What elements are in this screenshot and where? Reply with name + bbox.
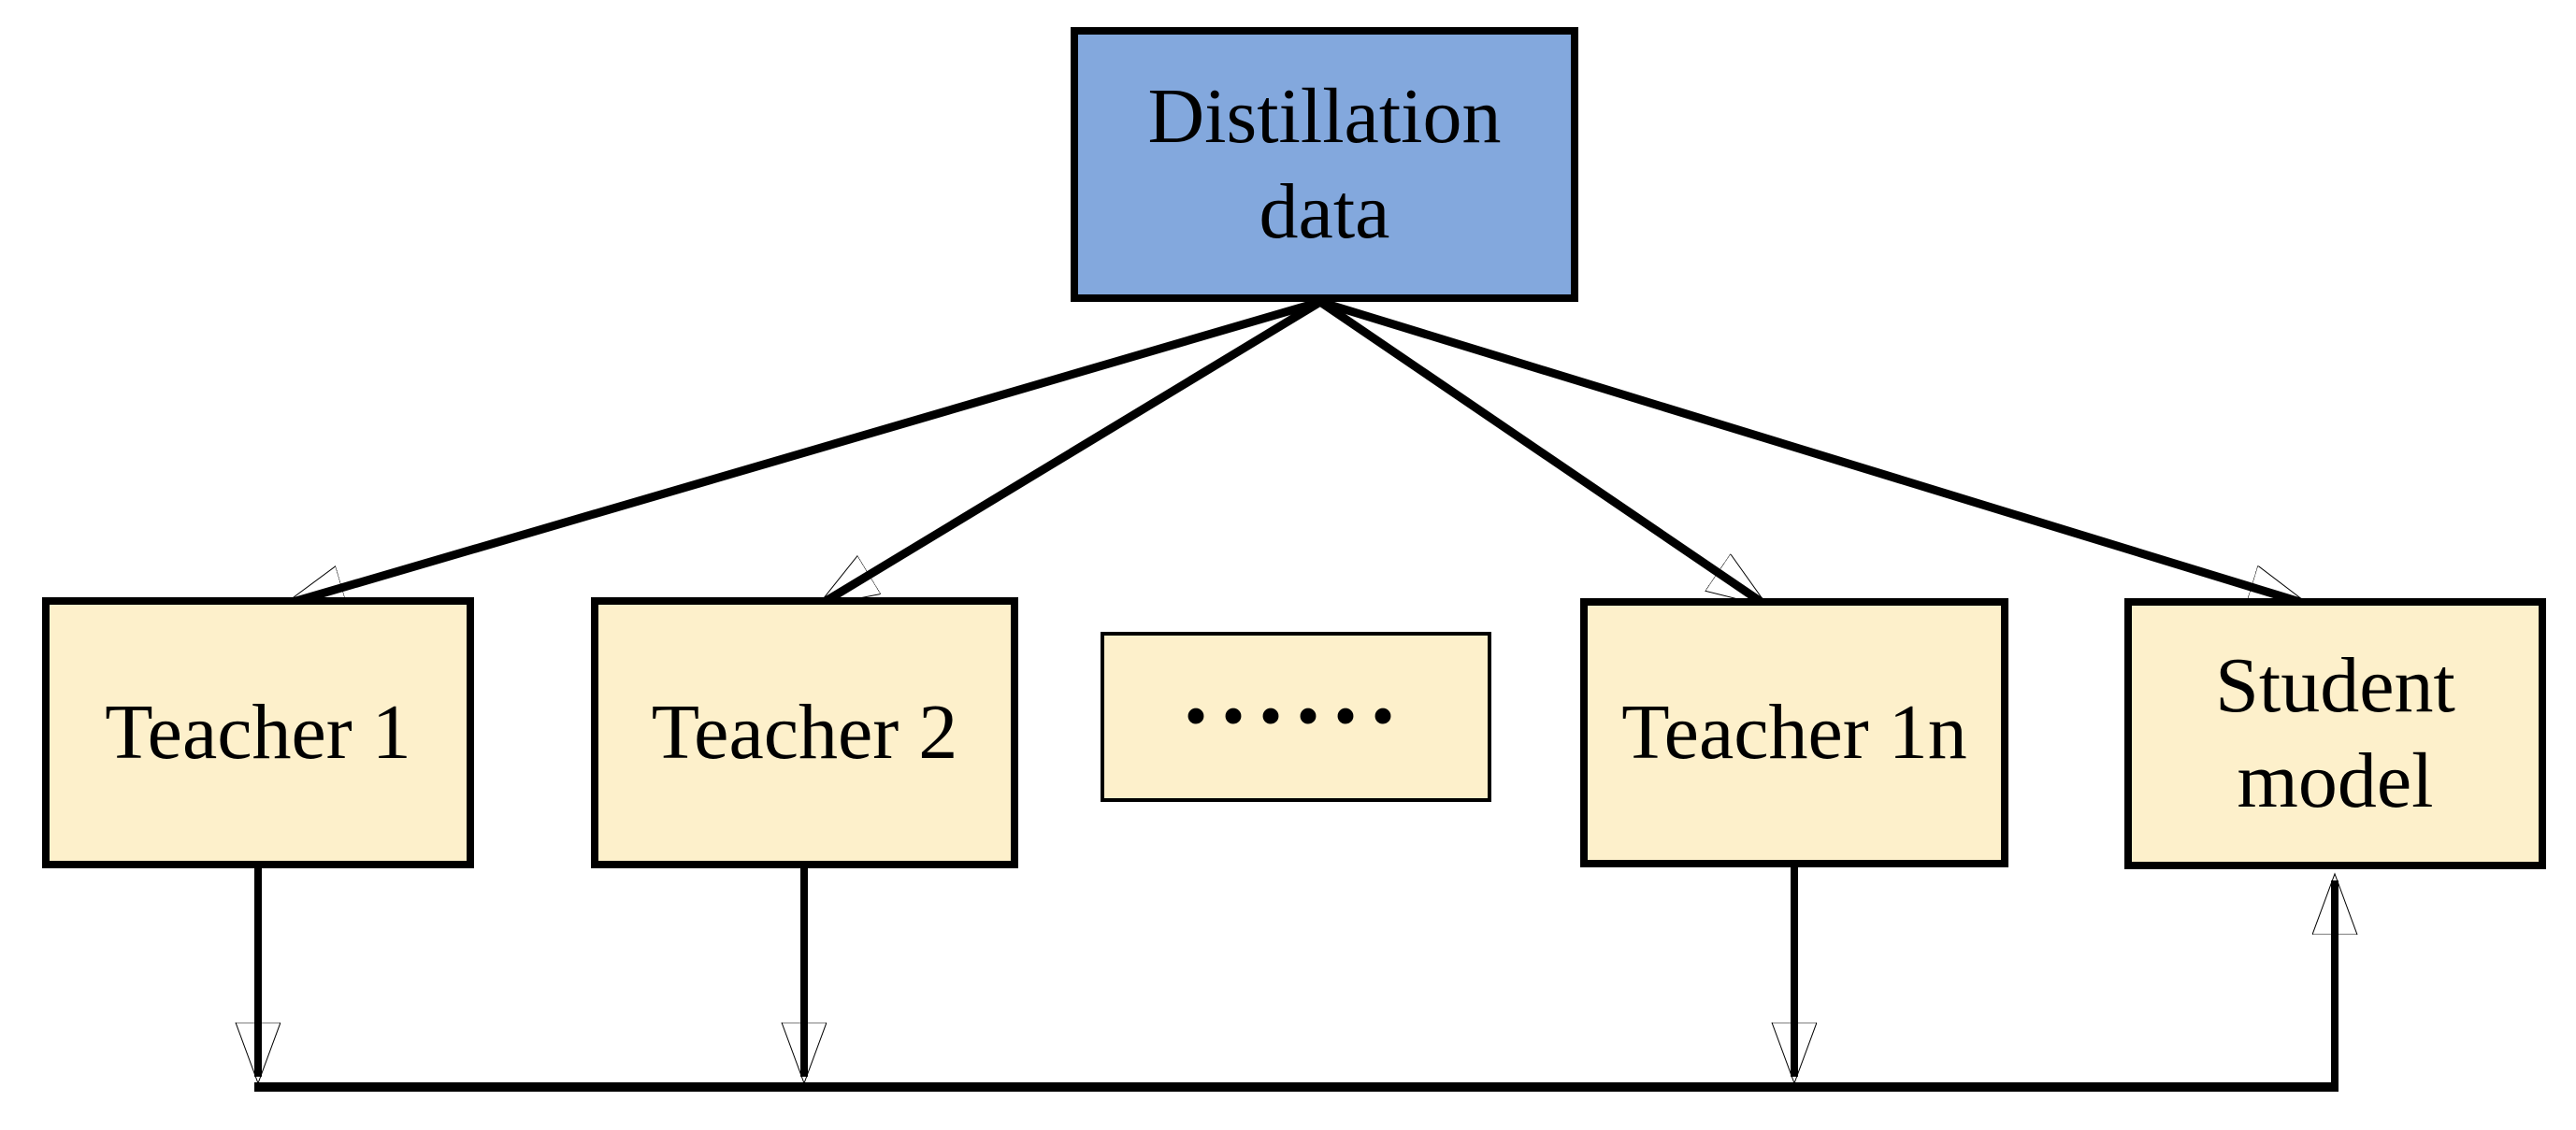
node-student-model: Student model [2124, 598, 2546, 869]
arrow-data-to-teacher-2 [823, 298, 1323, 603]
node-teacher-2-label: Teacher 2 [651, 688, 958, 776]
node-student-model-label: Student model [2215, 641, 2455, 824]
arrow-data-to-teacher-1n [1317, 298, 1763, 603]
node-ellipsis: ...... [1101, 632, 1491, 802]
arrow-data-to-student [1318, 297, 2303, 603]
node-distillation-data: Distillation data [1071, 27, 1578, 302]
node-teacher-1n: Teacher 1n [1580, 598, 2008, 867]
node-teacher-1-label: Teacher 1 [105, 688, 411, 776]
arrow-data-to-teacher-1 [290, 297, 1322, 603]
node-ellipsis-label: ...... [1184, 637, 1408, 744]
node-teacher-2: Teacher 2 [591, 597, 1018, 868]
node-distillation-data-label: Distillation data [1147, 72, 1502, 255]
node-teacher-1: Teacher 1 [42, 597, 474, 868]
node-teacher-1n-label: Teacher 1n [1621, 688, 1967, 776]
